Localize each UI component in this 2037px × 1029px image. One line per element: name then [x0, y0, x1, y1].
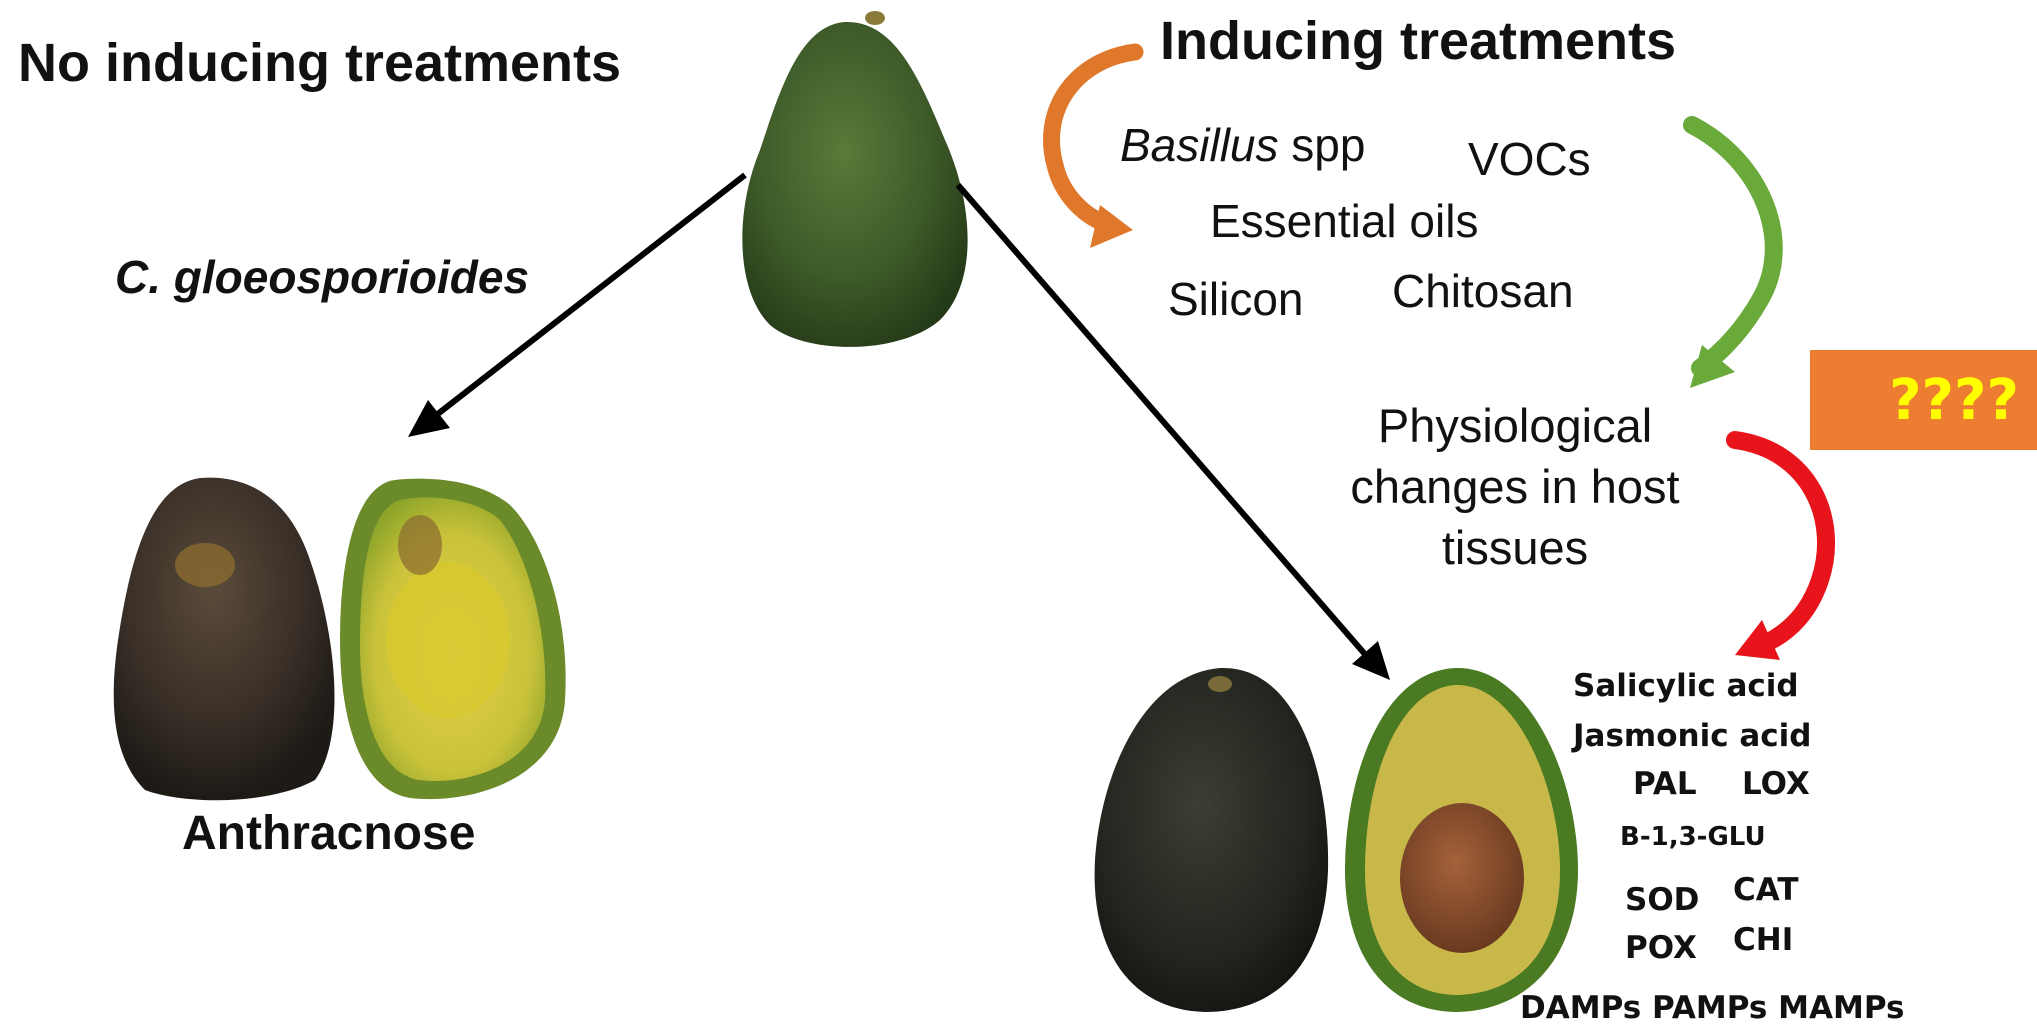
response-patterns: DAMPs PAMPs MAMPs: [1520, 990, 1904, 1026]
no-inducing-heading: No inducing treatments: [18, 32, 621, 94]
basillus-spp: spp: [1279, 119, 1366, 171]
response-lox: LOX: [1742, 766, 1810, 802]
response-b13glu: B-1,3-GLU: [1620, 822, 1766, 852]
response-chi: CHI: [1733, 922, 1793, 958]
avocado-whole-top: [742, 11, 967, 347]
treatment-silicon: Silicon: [1168, 272, 1304, 326]
pathogen-label: C. gloeosporioides: [115, 250, 529, 304]
response-salicylic-acid: Salicylic acid: [1573, 668, 1799, 704]
response-sod: SOD: [1625, 882, 1699, 918]
inducing-heading: Inducing treatments: [1160, 10, 1676, 72]
disease-label: Anthracnose: [182, 806, 475, 861]
avocado-healthy-half: [1345, 668, 1578, 1012]
response-pal: PAL: [1633, 766, 1697, 802]
avocado-infected-half: [340, 479, 566, 799]
avocado-infected-whole: [114, 478, 335, 801]
arrow-to-anthracnose: [408, 175, 745, 437]
treatment-essential-oils: Essential oils: [1210, 194, 1478, 248]
treatment-vocs: VOCs: [1468, 132, 1591, 186]
response-cat: CAT: [1733, 872, 1798, 908]
basillus-genus: Basillus: [1120, 119, 1279, 171]
response-jasmonic-acid: Jasmonic acid: [1573, 718, 1811, 754]
question-box: ????: [1810, 350, 2037, 450]
treatment-basillus: Basillus spp: [1120, 118, 1365, 172]
treatment-chitosan: Chitosan: [1392, 264, 1574, 318]
avocado-healthy-whole: [1095, 668, 1329, 1012]
red-curved-arrow: [1735, 440, 1826, 660]
response-pox: POX: [1625, 930, 1697, 966]
green-curved-arrow: [1690, 125, 1774, 388]
physiological-changes-label: Physiological changes in host tissues: [1315, 395, 1715, 578]
